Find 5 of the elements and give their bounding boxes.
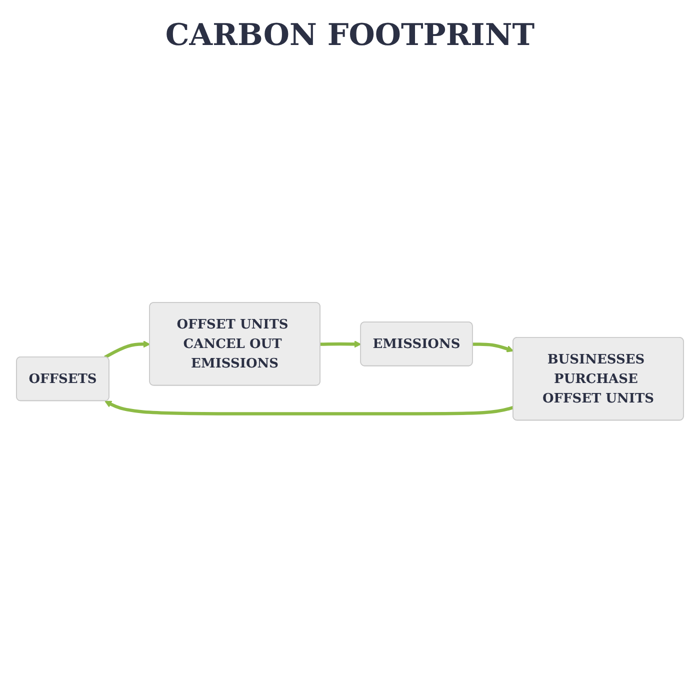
arrow (320, 340, 362, 348)
arrow (472, 342, 514, 352)
diagram-title: CARBON FOOTPRINT (164, 18, 536, 53)
arrow (104, 400, 514, 415)
arrow (104, 340, 150, 358)
